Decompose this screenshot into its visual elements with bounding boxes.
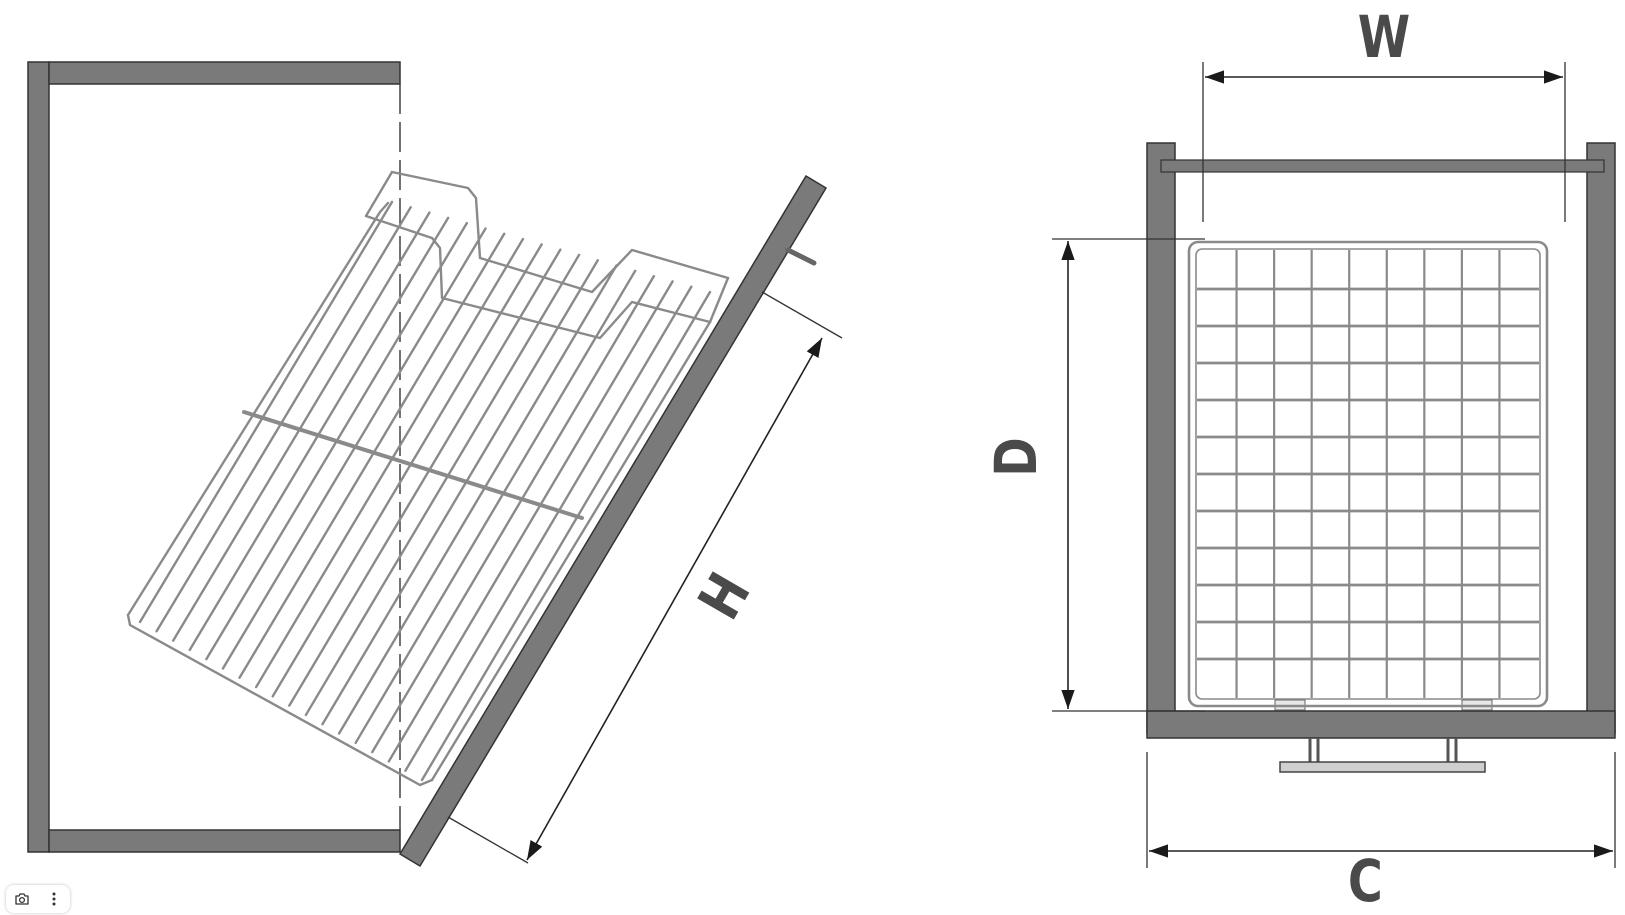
basket-slat: [254, 237, 525, 689]
basket-left-edge: [126, 201, 390, 617]
basket-rim-connector: [364, 170, 394, 218]
basket-slat: [238, 232, 506, 679]
more-vertical-icon[interactable]: [44, 889, 64, 909]
cabinet-left-wall: [1146, 142, 1176, 734]
basket-cross-bar: [242, 410, 584, 520]
image-toolbar: [6, 885, 70, 913]
cabinet-right-wall: [1586, 142, 1616, 734]
basket-slat: [271, 243, 543, 698]
depth-label: D: [982, 437, 1051, 477]
side-view: [27, 61, 843, 868]
door-pin: [785, 247, 817, 266]
basket-slat: [387, 280, 674, 763]
basket-rim-connector: [708, 276, 730, 324]
basket-slat: [337, 264, 618, 735]
basket-slat: [171, 211, 431, 642]
top-view: [1052, 62, 1616, 868]
front-rail: [1160, 159, 1605, 173]
basket-inner-frame: [1195, 248, 1541, 700]
basket-bottom-edge: [126, 613, 434, 787]
basket-slat: [420, 290, 712, 782]
basket-slat: [288, 248, 562, 707]
h-extension-top: [761, 291, 843, 339]
basket-slat: [321, 259, 599, 726]
basket-right-edge: [430, 320, 712, 782]
cabinet-top-board: [48, 61, 401, 85]
basket-slat: [304, 253, 581, 717]
basket-top-rim-front: [364, 214, 712, 340]
basket-outer-frame: [1187, 240, 1549, 708]
bracket-base: [1279, 761, 1486, 773]
basket-slat: [138, 200, 394, 624]
basket-slat: [354, 269, 637, 745]
basket-slat: [155, 206, 412, 633]
camera-icon[interactable]: [12, 889, 32, 909]
h-extension-bottom: [447, 816, 529, 864]
basket-top-rim-back: [390, 170, 730, 294]
top-wire-basket: [1187, 240, 1549, 708]
cabinet-back-board: [1146, 710, 1616, 739]
cabinet-side-panel: [27, 61, 50, 853]
basket-slat: [404, 285, 693, 772]
width-label: W: [1357, 3, 1411, 71]
cabinet-bottom-board: [48, 829, 401, 853]
cabinet-width-label: C: [1347, 847, 1383, 915]
h-dimension-line: [526, 337, 823, 861]
